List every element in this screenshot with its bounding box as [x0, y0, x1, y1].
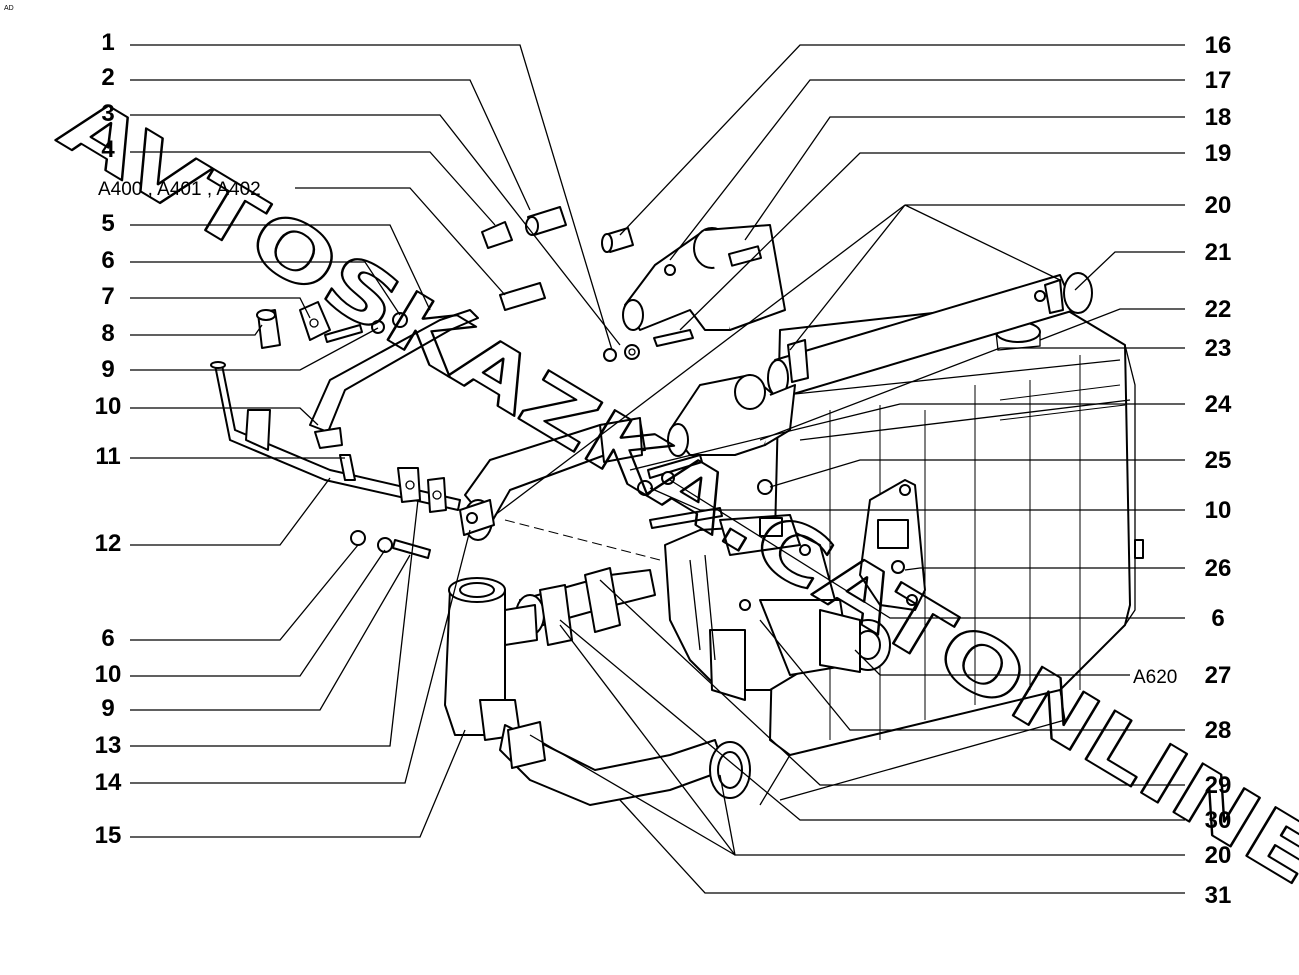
label-10b: 10	[95, 661, 122, 688]
label-7: 7	[101, 283, 114, 310]
label-9b: 9	[101, 695, 114, 722]
label-16: 16	[1205, 32, 1232, 59]
outlet-housing	[667, 374, 796, 457]
label-2: 2	[101, 64, 114, 91]
label-21: 21	[1205, 239, 1232, 266]
label-10r: 10	[1205, 497, 1232, 524]
coolant-inlet-pipe	[459, 417, 646, 541]
label-19: 19	[1205, 140, 1232, 167]
assembly-axis	[504, 519, 661, 561]
label-8: 8	[101, 320, 114, 347]
label-4: 4	[101, 136, 115, 163]
label-26: 26	[1205, 555, 1232, 582]
label-24: 24	[1205, 391, 1232, 418]
label-10: 10	[95, 393, 122, 420]
upper-radiator-hose	[767, 272, 1093, 397]
water-pump	[664, 514, 891, 701]
thermostat-housing	[622, 224, 786, 347]
label-15: 15	[95, 822, 122, 849]
corner-mark: AD	[4, 5, 14, 12]
tee-fitting	[444, 577, 538, 741]
label-6b: 6	[101, 625, 114, 652]
label-11: 11	[95, 443, 120, 470]
label-5: 5	[101, 210, 114, 237]
label-3: 3	[101, 100, 114, 127]
label-18: 18	[1205, 104, 1232, 131]
label-20b: 20	[1205, 842, 1232, 869]
label-20: 20	[1205, 192, 1232, 219]
label-28: 28	[1205, 717, 1232, 744]
label-27: 27	[1205, 662, 1232, 689]
label-9: 9	[101, 356, 114, 383]
left-labels: 1 2 3 4 A400 , A401 , A402 5 6 7 8 9 10 …	[95, 29, 261, 849]
drain-plug	[601, 227, 634, 253]
label-29: 29	[1205, 772, 1232, 799]
label-6: 6	[101, 247, 114, 274]
label-25: 25	[1205, 447, 1232, 474]
label-1: 1	[101, 29, 114, 56]
label-30: 30	[1205, 807, 1232, 834]
label-22: 22	[1205, 296, 1232, 323]
pump-gasket	[859, 479, 926, 611]
label-a400-a401-a402: A400 , A401 , A402	[98, 179, 261, 200]
lower-hose	[499, 721, 751, 806]
label-13: 13	[95, 732, 122, 759]
label-23: 23	[1205, 335, 1232, 362]
label-31: 31	[1205, 882, 1232, 909]
left-leader-lines	[130, 44, 621, 838]
right-labels: 16 17 18 19 20 21 22 23 24 25 10 26 6 A6…	[1133, 32, 1232, 909]
heater-pipe-assembly	[256, 301, 479, 449]
fittings	[481, 206, 640, 362]
label-12: 12	[95, 530, 122, 557]
label-14: 14	[95, 769, 122, 796]
label-a620: A620	[1133, 667, 1177, 688]
label-17: 17	[1205, 67, 1232, 94]
label-6r: 6	[1211, 605, 1224, 632]
right-leader-lines	[494, 44, 1185, 894]
